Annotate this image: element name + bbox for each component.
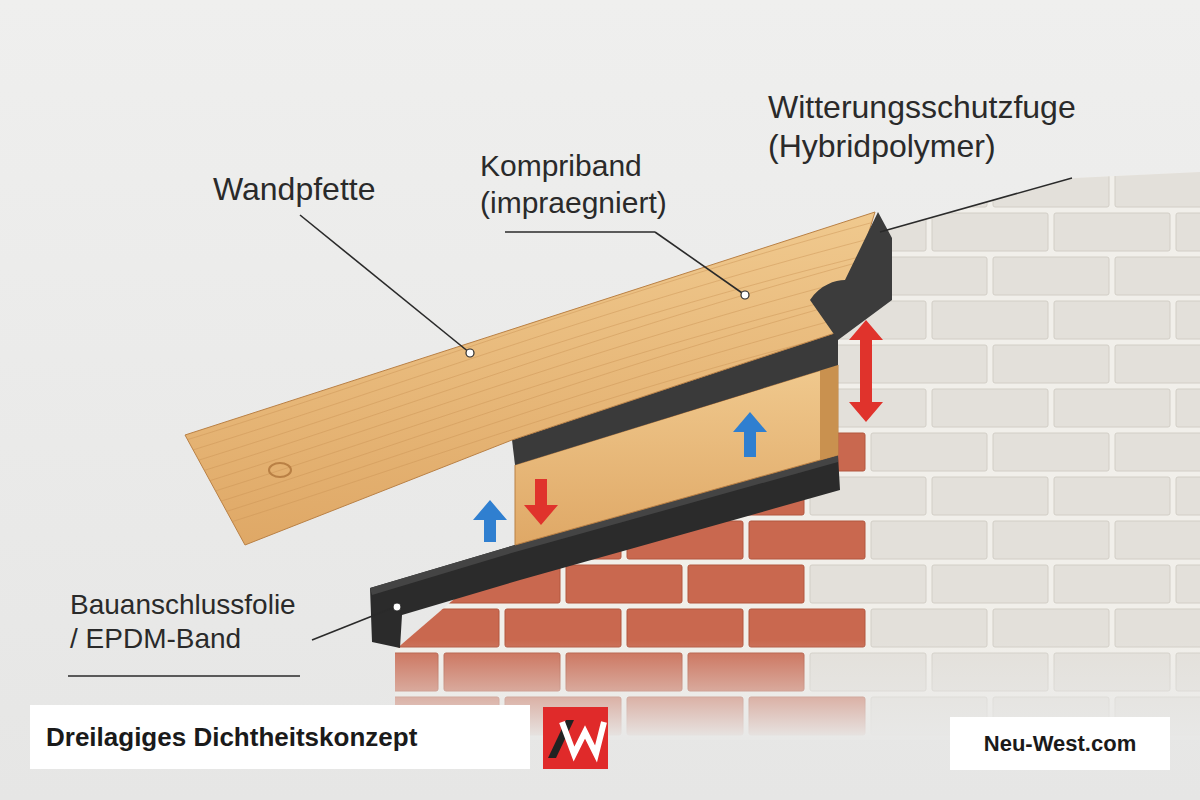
grain-line bbox=[170, 267, 900, 493]
grain-line bbox=[170, 303, 900, 529]
part-label: Bauanschlussfolie / EPDM-Band bbox=[70, 588, 305, 656]
brick bbox=[322, 213, 438, 251]
leader-line bbox=[300, 215, 470, 353]
brick bbox=[993, 521, 1109, 559]
leader-lines bbox=[68, 178, 1072, 676]
title-box: Dreilagiges Dichtheitskonzept bbox=[30, 705, 530, 769]
brick bbox=[1176, 213, 1200, 251]
brick bbox=[1176, 741, 1200, 779]
brick bbox=[1115, 521, 1200, 559]
sill-timber-end bbox=[820, 365, 838, 460]
brick bbox=[932, 213, 1048, 251]
brick bbox=[1115, 169, 1200, 207]
source-text: Neu-West.com bbox=[984, 731, 1136, 757]
movement-arrows bbox=[473, 320, 883, 542]
leader-dot bbox=[393, 603, 401, 611]
brick bbox=[1115, 433, 1200, 471]
arrow-symbol bbox=[849, 320, 883, 360]
brick bbox=[505, 257, 621, 295]
title-text: Dreilagiges Dichtheitskonzept bbox=[46, 722, 417, 753]
grain-line bbox=[170, 319, 900, 541]
brick bbox=[993, 433, 1109, 471]
grain-line bbox=[170, 215, 900, 445]
brick bbox=[871, 433, 987, 471]
wood-knot bbox=[269, 463, 291, 477]
brick bbox=[749, 169, 865, 207]
brick bbox=[749, 521, 865, 559]
brick bbox=[1054, 565, 1170, 603]
brick bbox=[383, 257, 499, 295]
grain-line bbox=[170, 251, 900, 481]
brick bbox=[871, 521, 987, 559]
grain-line bbox=[170, 283, 900, 505]
brick bbox=[1176, 565, 1200, 603]
brick bbox=[810, 565, 926, 603]
leader-dot bbox=[741, 291, 749, 299]
leader-line bbox=[880, 178, 1072, 232]
sealant-joint bbox=[810, 212, 892, 340]
leader-line bbox=[655, 232, 745, 295]
brick bbox=[688, 741, 804, 779]
arrow-symbol bbox=[524, 479, 558, 525]
grain-line bbox=[170, 231, 900, 457]
brick bbox=[871, 345, 987, 383]
logo-square bbox=[543, 707, 608, 769]
brick bbox=[1176, 477, 1200, 515]
brick bbox=[932, 301, 1048, 339]
arrow-symbol bbox=[849, 382, 883, 422]
brick bbox=[1054, 213, 1170, 251]
grain-line bbox=[170, 247, 900, 469]
brick bbox=[993, 345, 1109, 383]
brick bbox=[688, 565, 804, 603]
brick bbox=[871, 169, 987, 207]
arrow-symbol bbox=[860, 355, 872, 387]
brick bbox=[1054, 477, 1170, 515]
brick bbox=[993, 257, 1109, 295]
brick bbox=[566, 565, 682, 603]
brick bbox=[932, 565, 1048, 603]
brick bbox=[1115, 345, 1200, 383]
brick bbox=[1115, 257, 1200, 295]
logo-mark bbox=[562, 722, 604, 754]
arrow-symbol bbox=[473, 500, 507, 542]
leader-dot bbox=[466, 349, 474, 357]
label-underline bbox=[68, 675, 300, 677]
part-label: Kompriband (impraegniert) bbox=[480, 148, 690, 221]
label-underline bbox=[505, 231, 655, 233]
brick bbox=[810, 741, 926, 779]
logo bbox=[543, 707, 608, 769]
brick bbox=[383, 521, 499, 559]
brick bbox=[932, 477, 1048, 515]
arrow-symbol bbox=[733, 412, 767, 457]
brick bbox=[1054, 301, 1170, 339]
brick bbox=[1176, 301, 1200, 339]
brick bbox=[1176, 389, 1200, 427]
brick bbox=[322, 301, 438, 339]
part-label: Wandpfette bbox=[213, 170, 375, 209]
source-box: Neu-West.com bbox=[950, 717, 1170, 770]
leader-line bbox=[312, 607, 395, 640]
brick bbox=[1054, 389, 1170, 427]
part-label: Witterungsschutzfuge (Hybridpolymer) bbox=[768, 88, 1068, 166]
wall-purlin bbox=[185, 212, 875, 545]
brick bbox=[932, 389, 1048, 427]
wood-grain bbox=[170, 215, 900, 541]
brick bbox=[993, 169, 1109, 207]
